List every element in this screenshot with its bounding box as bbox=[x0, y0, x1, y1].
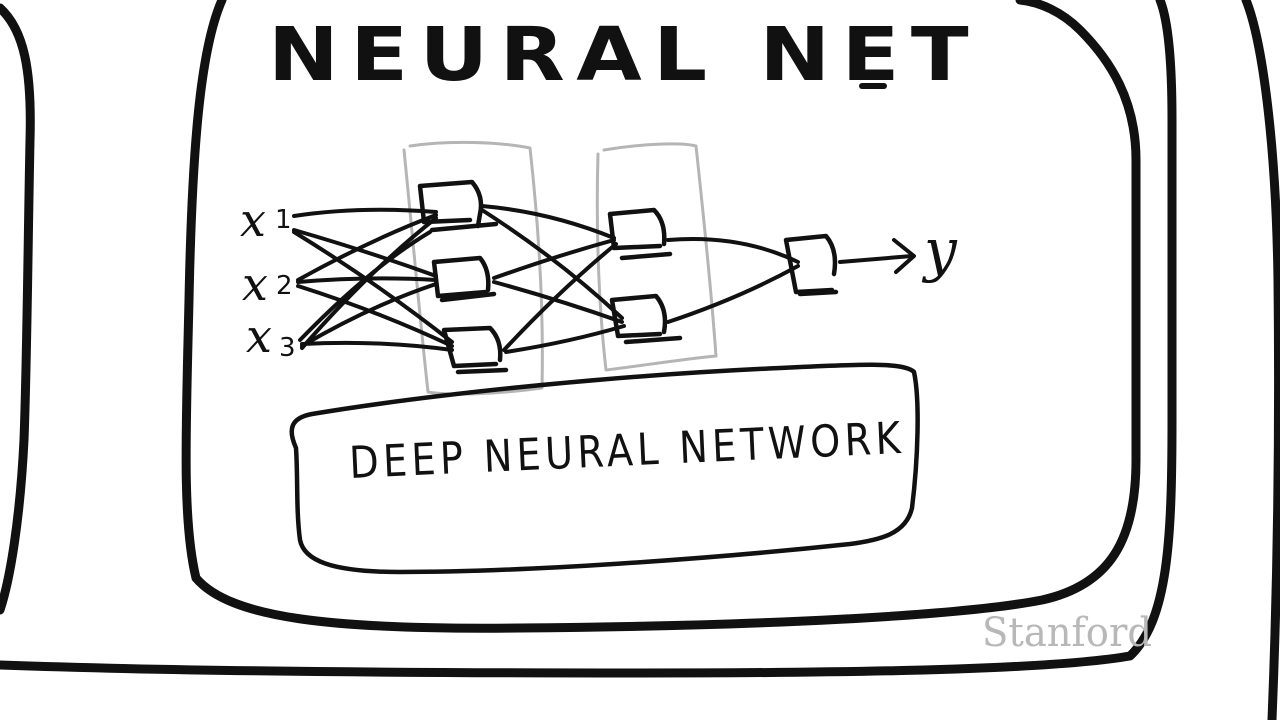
edge-x2-h1a bbox=[296, 213, 438, 282]
neuron-output bbox=[783, 233, 839, 297]
stanford-watermark: Stanford bbox=[982, 610, 1152, 656]
slide-title: NEURAL NET bbox=[268, 12, 980, 98]
inner-frame bbox=[181, 0, 1141, 633]
edge-h2a-out bbox=[666, 236, 800, 264]
output-label: y bbox=[921, 216, 958, 284]
output-arrow-shaft bbox=[838, 254, 914, 264]
hidden-layer-1-box bbox=[402, 140, 544, 396]
edge-h1c-h2b bbox=[504, 324, 626, 354]
network-connections bbox=[292, 204, 916, 354]
caption-box bbox=[289, 362, 920, 575]
neuron-h1-3 bbox=[441, 325, 509, 375]
input-x2-sub: 2 bbox=[276, 271, 293, 301]
outer-frame bbox=[0, 0, 1177, 678]
neurons bbox=[417, 179, 839, 375]
edge-h2b-out bbox=[666, 264, 800, 324]
left-frame-curve bbox=[0, 3, 35, 615]
edge-x3-h1c bbox=[300, 340, 454, 352]
edge-x1-h1b bbox=[292, 228, 438, 278]
input-x3-var: x bbox=[246, 309, 272, 363]
edge-h1c-h2a bbox=[502, 242, 618, 352]
input-x2-var: x bbox=[242, 257, 268, 311]
layer-boxes bbox=[402, 140, 718, 396]
edge-h1b-h2a bbox=[492, 238, 616, 280]
edge-x3-h1b bbox=[300, 282, 438, 348]
edge-h1a-h2a bbox=[480, 204, 616, 240]
input-labels: x 1 x 2 x 3 bbox=[240, 193, 296, 363]
hidden-layer-2-box bbox=[595, 142, 718, 372]
neuron-h2-2 bbox=[609, 293, 683, 345]
edge-x1-h1a bbox=[292, 207, 438, 218]
input-x1-var: x bbox=[240, 193, 266, 247]
neuron-h2-1 bbox=[607, 207, 673, 261]
edge-x1-h1c bbox=[292, 230, 454, 344]
edge-x2-h1c bbox=[296, 284, 454, 348]
output-arrow-head bbox=[892, 238, 916, 274]
neuron-h1-2 bbox=[431, 255, 497, 303]
neuron-h1-1 bbox=[417, 179, 499, 233]
input-x3-sub: 3 bbox=[279, 333, 296, 363]
network-type-label: DEEP NEURAL NETWORK bbox=[348, 413, 906, 489]
right-frame-curve bbox=[1241, 0, 1280, 720]
edge-h1b-h2b bbox=[492, 280, 624, 324]
edge-x3-h1d bbox=[298, 230, 432, 342]
edge-h1a-h2b bbox=[480, 208, 624, 320]
input-x1-sub: 1 bbox=[275, 205, 292, 235]
